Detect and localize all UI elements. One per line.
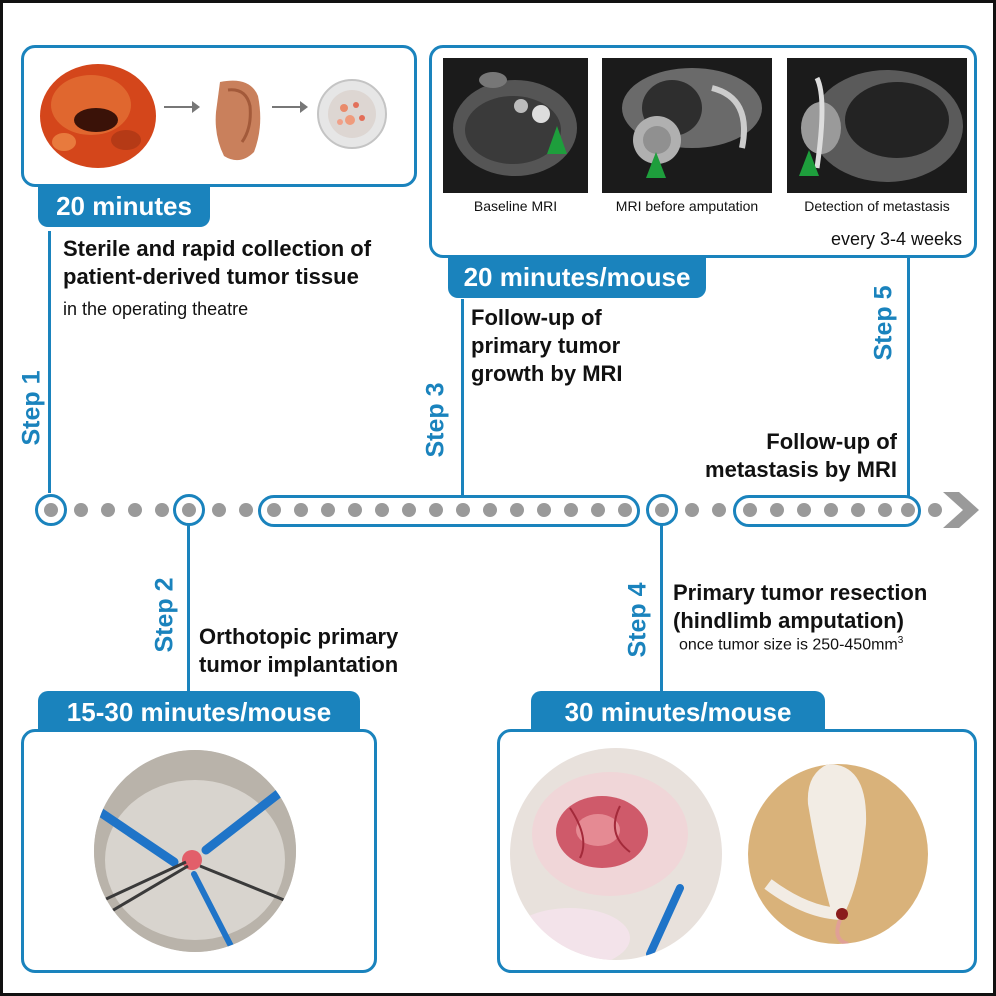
timeline-dot [375,503,389,517]
timeline-dot [429,503,443,517]
timeline-dot [797,503,811,517]
step4-subtitle: once tumor size is 250-450mm3 [679,635,903,654]
timeline-dot [321,503,335,517]
timeline-dot [851,503,865,517]
timeline-dot [591,503,605,517]
metastasis-detection-mri-image [787,58,967,193]
step4-subtitle-superscript: 3 [897,635,904,646]
timeline-mri-followup-range [258,495,640,527]
tumor-tissue-image [40,64,156,168]
mri-caption-before-amputation: MRI before amputation [615,198,759,214]
arrow-right-icon [272,101,308,113]
step5-connector [907,258,910,498]
timeline-dot [743,503,757,517]
step4-label: Step 4 [623,582,652,658]
step4-subtitle-text: once tumor size is 250-450mm [679,636,898,654]
timeline-dot [155,503,169,517]
timeline-marker-step2 [173,494,205,526]
step2-label: Step 2 [150,577,179,653]
step4-time-tab: 30 minutes/mouse [531,691,825,733]
mri-frequency: every 3-4 weeks [830,229,962,249]
timeline-dot [402,503,416,517]
step3-time-tab: 20 minutes/mouse [448,256,706,298]
timeline-dot [824,503,838,517]
timeline-dot [537,503,551,517]
step4-title-line2: (hindlimb amputation) [673,608,904,633]
timeline-dot [483,503,497,517]
timeline-dot [44,503,58,517]
step4-connector [660,525,663,695]
timeline-dot [212,503,226,517]
step2-time-tab: 15-30 minutes/mouse [38,691,360,733]
step1-subtitle: in the operating theatre [63,299,249,319]
step1-connector [48,231,51,493]
step2-connector [187,525,190,700]
timeline-dot [564,503,578,517]
mri-before-amputation-image [602,58,772,193]
mri-caption-metastasis: Detection of metastasis [804,198,950,214]
timeline-marker-step4 [646,494,678,526]
timeline-dot [348,503,362,517]
mri-panel: Baseline MRI MRI before amputation Detec… [429,45,977,258]
timeline-dot [128,503,142,517]
timeline-dot [182,503,196,517]
resection-surgery-photo [510,748,722,960]
implantation-photo [94,750,296,952]
step3-title-line2: primary tumor [471,333,621,358]
timeline-dot [655,503,669,517]
arrow-right-icon [164,101,200,113]
timeline-dot [770,503,784,517]
step5-title-line2: metastasis by MRI [705,457,897,482]
timeline-dot [456,503,470,517]
step1-time-tab: 20 minutes [38,185,210,227]
timeline-dot [101,503,115,517]
timeline-dot [712,503,726,517]
baseline-mri-image [443,58,588,193]
timeline-dot [685,503,699,517]
mri-caption-baseline: Baseline MRI [473,198,558,214]
step5-title-line1: Follow-up of [766,429,897,454]
step5-label: Step 5 [869,285,898,361]
amputated-limb-photo [748,764,928,944]
timeline-metastasis-followup-range [733,495,921,527]
step4-title-line1: Primary tumor resection [673,580,928,605]
step2-title-line1: Orthotopic primary [199,624,399,649]
step3-title-line1: Follow-up of [471,305,602,330]
tissue-collection-panel [21,45,417,187]
timeline-marker-step1 [35,494,67,526]
timeline-dot [267,503,281,517]
chevron-right-icon [943,492,979,528]
timeline-dot [239,503,253,517]
resection-photo-panel [497,729,977,973]
step1-title-line1: Sterile and rapid collection of [63,236,372,261]
tissue-fragment-image [215,80,261,161]
step1-label: Step 1 [17,370,46,446]
step3-connector [461,299,464,497]
timeline-dot [928,503,942,517]
step2-title-line2: tumor implantation [199,652,399,677]
implantation-photo-panel [21,729,377,973]
timeline-dot [901,503,915,517]
tissue-dish-image [317,79,387,149]
timeline-dot [510,503,524,517]
timeline-dot [878,503,892,517]
step1-title-line2: patient-derived tumor tissue [63,264,359,289]
timeline-dot [294,503,308,517]
timeline-dot [618,503,632,517]
timeline-dot [74,503,88,517]
step3-title-line3: growth by MRI [471,361,623,386]
step3-label: Step 3 [421,382,450,458]
